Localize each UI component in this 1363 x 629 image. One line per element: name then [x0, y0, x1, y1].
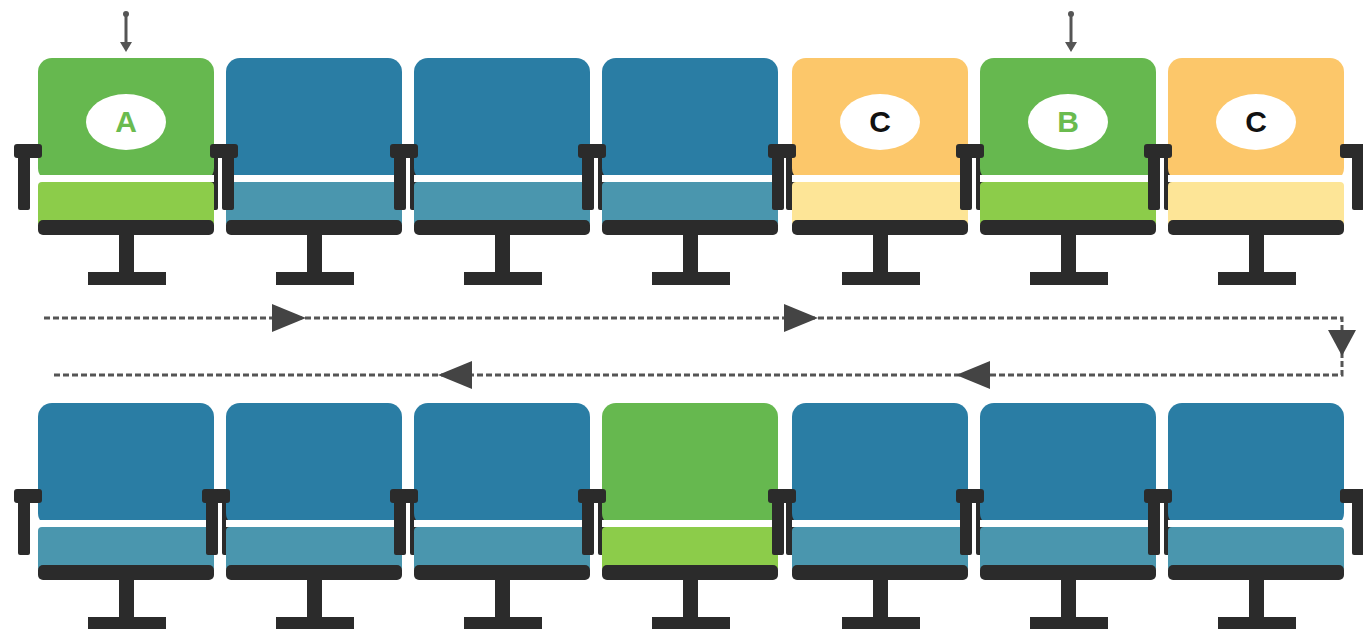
seat-letter: B — [1057, 107, 1079, 137]
seat — [1144, 403, 1363, 629]
seat-outline — [954, 58, 1182, 290]
pointer-arrow — [120, 11, 132, 52]
seat-badge: C — [1216, 94, 1296, 150]
seat-badge: C — [840, 94, 920, 150]
seat-highlighted — [578, 403, 802, 629]
seat-shape — [14, 58, 238, 285]
seat — [390, 403, 614, 629]
seat-letter: A — [115, 107, 137, 137]
seat — [202, 403, 426, 629]
seat-box: B — [954, 58, 1182, 290]
seat — [956, 403, 1180, 629]
seat — [390, 58, 614, 285]
seat-outline — [766, 58, 994, 290]
seat — [14, 403, 238, 629]
seat-shape — [956, 58, 1180, 285]
seat — [202, 58, 426, 285]
seat-badge: B — [1028, 94, 1108, 150]
seat-letter: C — [1245, 107, 1267, 137]
seat-badge: A — [86, 94, 166, 150]
seat-letter: C — [869, 107, 891, 137]
seat — [768, 403, 992, 629]
seat-box: A — [12, 58, 240, 290]
seat-box: C — [766, 58, 994, 290]
seat-box: C — [1142, 58, 1363, 290]
seat — [578, 58, 802, 285]
seat-shape — [768, 58, 992, 285]
seat-outline — [12, 58, 240, 290]
pointer-arrow — [1065, 11, 1077, 52]
seat-shape — [1144, 58, 1363, 285]
walking-path — [44, 304, 1356, 389]
seat-outline — [1142, 58, 1363, 290]
